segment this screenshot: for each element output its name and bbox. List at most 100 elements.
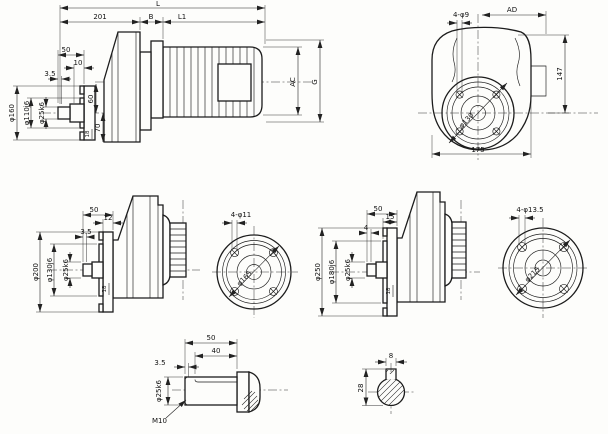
dim-60: 60	[87, 95, 95, 104]
dim-3-5: 3.5	[154, 359, 165, 367]
dim-175: 175	[471, 146, 484, 154]
bolt-circle-dim-line	[228, 245, 280, 298]
section-hatching	[377, 369, 405, 406]
dim-50: 50	[90, 206, 99, 214]
dim-18: 18	[85, 130, 91, 137]
motor-flange	[150, 40, 164, 119]
dim-147: 147	[556, 67, 564, 80]
flange-step-circle	[508, 233, 578, 303]
keyway-line	[194, 379, 237, 383]
dim-201: 201	[93, 13, 106, 21]
dim-3-5: 3.5	[44, 70, 55, 78]
hub-hatching	[241, 390, 260, 412]
shaft	[82, 263, 93, 277]
bolt-circle	[226, 244, 282, 300]
dims-gearmotor-front	[431, 11, 569, 158]
dim-ad: AD	[507, 6, 517, 14]
centerlines	[212, 226, 298, 318]
view-shaft-detail: 50 40 3.5 φ25k6 M10	[152, 334, 288, 425]
flange-step-circle	[446, 81, 510, 145]
flange-disc	[386, 227, 398, 317]
view-key-section: 8 28	[357, 352, 414, 414]
dim-50: 50	[62, 46, 71, 54]
shaft	[366, 263, 377, 277]
dim-shaft-dia: φ25k6	[344, 258, 352, 281]
output-shaft-step	[69, 103, 85, 123]
dim-4: 4	[364, 224, 369, 232]
flange-tab-top	[382, 227, 388, 237]
keyway-mask	[386, 374, 396, 380]
flange-outer-circle	[502, 227, 584, 309]
dim-18: 18	[386, 287, 392, 294]
output-shaft	[57, 106, 71, 120]
input-fins	[452, 227, 466, 271]
dim-12: 12	[104, 214, 113, 222]
dim-10: 10	[74, 59, 83, 67]
bolt-circle-dim-line	[448, 82, 508, 144]
dim-thread: M10	[152, 417, 167, 425]
dim-l1: L1	[178, 13, 186, 21]
flange-tab-top	[79, 85, 85, 95]
view-flange-large-front: 4-φ13.5 φ215	[498, 206, 588, 318]
shaft-body	[184, 376, 238, 406]
dim-overall-length: L	[156, 0, 160, 8]
dim-15: 15	[386, 213, 395, 221]
dims-flange-small-side	[36, 211, 123, 313]
gear-housing	[112, 195, 164, 299]
view-flange-small-front: 4-φ11 φ165	[212, 211, 298, 318]
view-gearmotor-front: 4-φ9 AD 147 175 φ130	[418, 6, 598, 160]
flange-tab-bottom	[98, 303, 104, 313]
housing-lines	[111, 32, 137, 142]
dim-key-height: 28	[357, 384, 365, 393]
shaft-step	[91, 261, 104, 279]
dim-g: G	[311, 79, 319, 84]
flange-step-circle	[222, 240, 286, 304]
dim-ac: AC	[289, 77, 297, 87]
flange-disc	[102, 231, 114, 313]
view-gearmotor-side: L 201 B L1 50 10 3.5 φ160 φ110j6 φ25k6 6…	[8, 0, 324, 143]
dim-key-width: 8	[389, 352, 393, 360]
input-cylinder	[169, 222, 187, 278]
dim-shaft-dia: φ25k6	[155, 379, 163, 402]
dims-flange-large-side	[318, 210, 398, 317]
dim-shaft-dia: φ25k6	[38, 101, 46, 124]
view-flange-large-side: 50 15 4 φ250 φ180j6 φ25k6 18	[314, 191, 480, 317]
flange-tab-bottom	[382, 307, 388, 317]
dims-flange-small-front	[222, 220, 247, 249]
housing-lines	[409, 192, 441, 302]
side-boss	[531, 65, 547, 97]
terminal-box	[217, 63, 252, 102]
dim-18: 18	[102, 285, 108, 292]
dim-holes: 4-φ11	[231, 211, 252, 219]
dim-70: 70	[94, 124, 102, 133]
dims-gearmotor-side	[13, 5, 324, 142]
dim-pilot-dia: φ110j6	[23, 100, 31, 125]
casting-lines	[451, 37, 521, 87]
dims-key-section	[362, 358, 407, 406]
view-flange-small-side: 50 12 3.5 φ200 φ130j6 φ25k6 18	[32, 195, 200, 313]
dim-flange-od: φ200	[32, 263, 40, 281]
bolt-circle-dim-line	[515, 239, 571, 296]
keyway-slot	[385, 368, 397, 380]
input-neck	[444, 213, 453, 287]
gear-housing	[103, 31, 141, 143]
dim-b: B	[149, 13, 154, 21]
hub-bulge	[248, 371, 261, 413]
dim-shaft-dia: φ25k6	[62, 258, 70, 281]
centerlines	[498, 218, 588, 318]
input-cylinder	[451, 221, 467, 279]
dim-holes: 4-φ13.5	[516, 206, 543, 214]
housing-lines	[126, 196, 159, 298]
flange-outer-circle	[441, 76, 515, 150]
dim-3-5: 3.5	[80, 228, 91, 236]
dim-pilot-dia: φ130j6	[46, 257, 54, 282]
bolt-circle	[513, 238, 573, 298]
shaft-step	[375, 261, 388, 279]
flange-outer-circle	[216, 234, 292, 310]
flange-tab-bottom	[79, 131, 85, 141]
dim-holes: 4-φ9	[453, 11, 469, 19]
input-fins	[170, 228, 186, 272]
input-neck	[162, 214, 171, 286]
